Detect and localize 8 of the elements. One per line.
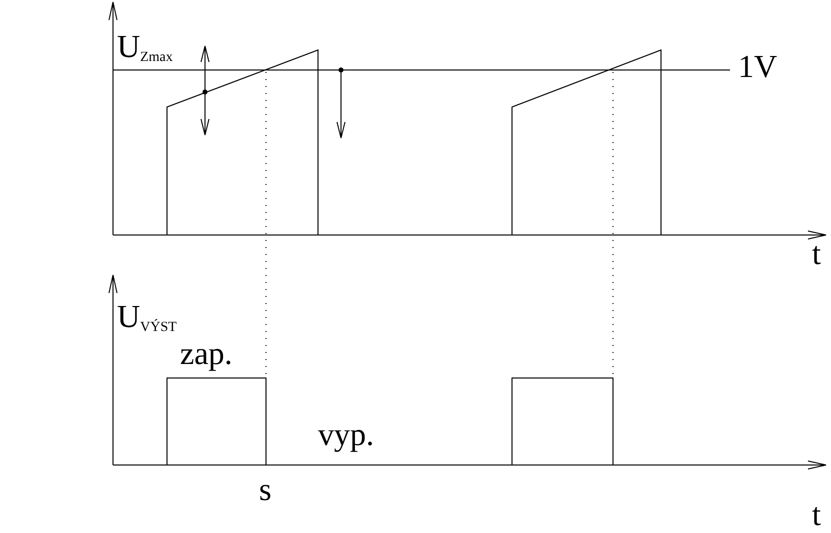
state-label: vyp.	[318, 418, 374, 450]
axis-label: U$_{VÝST}$	[117, 300, 177, 332]
threshold-label: 1V	[738, 50, 778, 82]
axis-label: t	[812, 237, 821, 269]
time-label: s	[259, 473, 272, 505]
axis-label: U$_{Zmax}$	[117, 30, 173, 62]
axis-label: t	[812, 498, 821, 530]
state-label: zap.	[180, 337, 232, 369]
